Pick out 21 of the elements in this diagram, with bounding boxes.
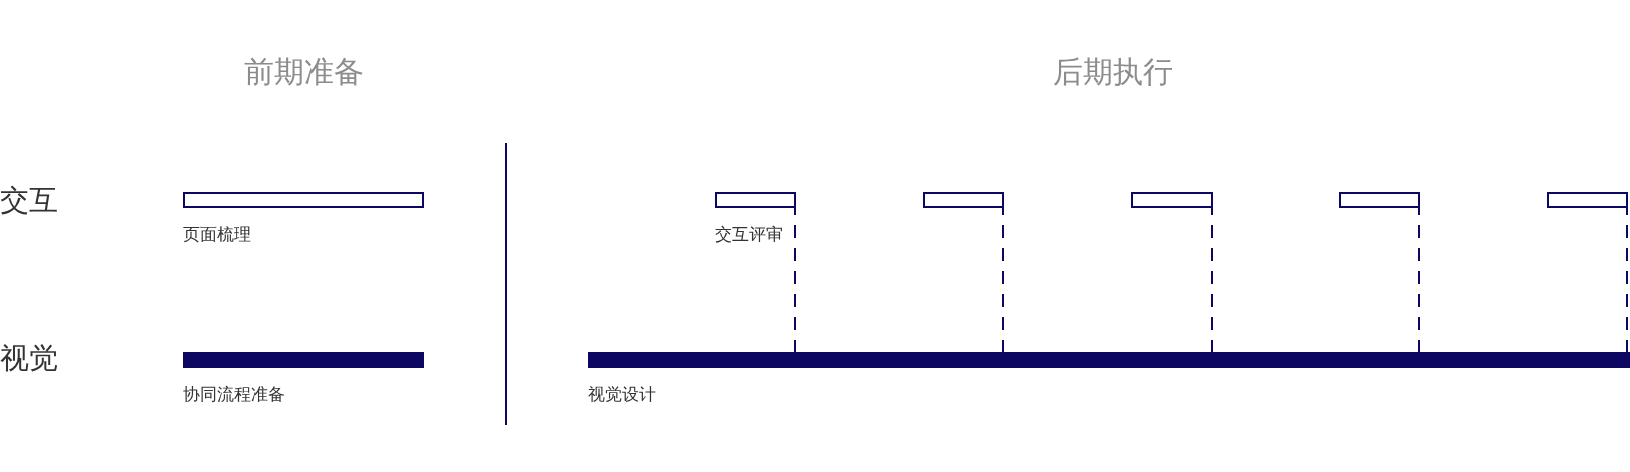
task-bar xyxy=(588,352,1630,368)
task-label: 交互评审 xyxy=(715,226,783,243)
phase-heading: 前期准备 xyxy=(244,57,364,87)
phase-heading: 后期执行 xyxy=(1053,57,1173,87)
dashed-connector xyxy=(1211,207,1213,353)
task-bar xyxy=(183,192,424,208)
task-bar xyxy=(1131,192,1213,208)
task-bar xyxy=(1339,192,1420,208)
task-label: 协同流程准备 xyxy=(183,386,285,403)
row-label: 视觉 xyxy=(0,344,58,373)
task-bar xyxy=(183,352,424,368)
dashed-connector xyxy=(1418,207,1420,353)
row-label: 交互 xyxy=(0,186,58,215)
dashed-connector xyxy=(794,207,796,353)
dashed-connector xyxy=(1626,207,1628,353)
task-bar xyxy=(923,192,1004,208)
dashed-connector xyxy=(1002,207,1004,353)
task-bar xyxy=(1547,192,1628,208)
task-label: 视觉设计 xyxy=(588,386,656,403)
task-bar xyxy=(715,192,796,208)
task-label: 页面梳理 xyxy=(183,226,251,243)
